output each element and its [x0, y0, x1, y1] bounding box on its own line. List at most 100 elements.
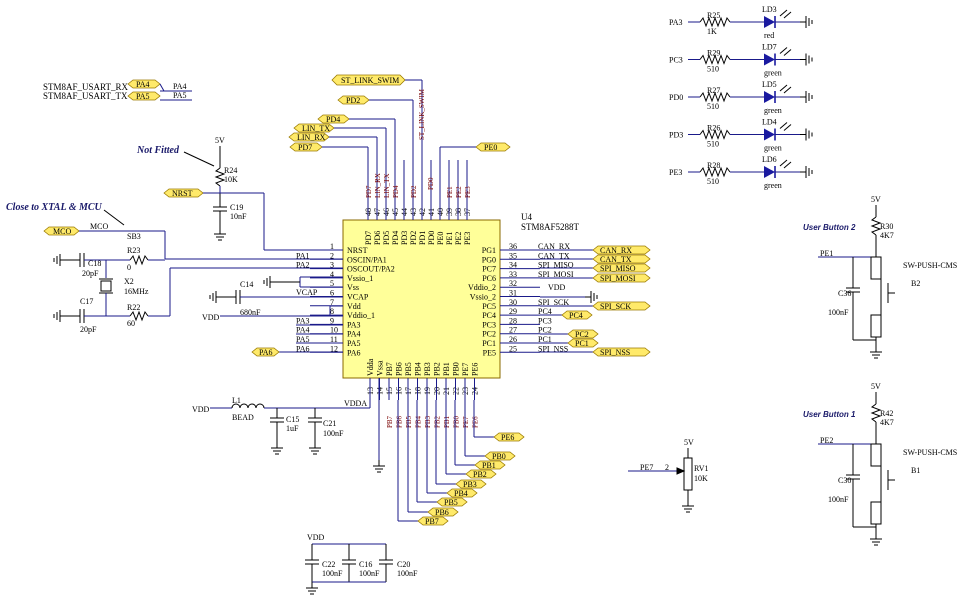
svg-text:PB4: PB4 — [454, 489, 468, 498]
ic-pin-name: PE5 — [483, 348, 496, 357]
ic-pin-name: Vssa — [376, 360, 385, 376]
tag-can-tx: CAN_TX — [592, 254, 651, 264]
ic-pin-name: PB6 — [395, 362, 404, 376]
c15-ref: C15 — [286, 415, 299, 424]
tag-pb3: PB3 — [455, 479, 487, 489]
ic-pin-name: PA5 — [347, 339, 361, 348]
ic-pin-name: PC1 — [482, 339, 496, 348]
tag-pb1: PB1 — [474, 460, 506, 470]
ic-pin-num: 9 — [330, 316, 334, 325]
ic-right-net: SPI_NSS — [538, 344, 568, 353]
ic-right-net: CAN_RX — [538, 242, 570, 251]
ic-pin-name: Vddio_1 — [347, 311, 375, 320]
ic-pin-num: 25 — [509, 344, 517, 353]
ic-pin-num: 7 — [330, 298, 334, 307]
c19-val: 10nF — [230, 212, 247, 221]
button-5v: 5V — [871, 195, 881, 204]
led-net: PE3 — [669, 168, 682, 177]
ic-right-net: PC4 — [538, 307, 552, 316]
ic-pin-name: PD1 — [418, 231, 427, 245]
tag-pe0: PE0 — [475, 142, 511, 152]
ic-left-net: PA3 — [296, 316, 310, 325]
pot-net: PE7 — [640, 463, 653, 472]
c21-ref: C21 — [323, 419, 336, 428]
pullup-ref: R42 — [880, 409, 893, 418]
usart-rx-tag: PA4 — [127, 79, 161, 89]
tag-st-link-swim: ST_LINK_SWIM — [331, 74, 406, 86]
c22-ref: C22 — [322, 560, 335, 569]
ic-pin-name: PB0 — [452, 362, 461, 376]
resistor-ref: R28 — [707, 161, 720, 170]
led-ref: LD6 — [762, 155, 777, 164]
x2-ref: X2 — [124, 277, 134, 286]
button-title: User Button 2 — [803, 223, 856, 232]
vcap-net: VCAP — [296, 288, 318, 297]
ic-pin-num: 29 — [509, 307, 517, 316]
r24-val: 10K — [224, 175, 238, 184]
tag-lin-rx: LIN_RX — [288, 132, 330, 142]
resistor-ref: R29 — [707, 49, 720, 58]
pullup-val: 4K7 — [880, 418, 894, 427]
ic-bottom-net: PB2 — [434, 415, 442, 428]
resistor-ref: R26 — [707, 124, 720, 133]
ic-pin-num: 5 — [330, 279, 334, 288]
tag-mco: MCO — [43, 226, 80, 236]
ic-pin-num: 30 — [509, 298, 517, 307]
crystal-x2 — [100, 280, 112, 292]
led-ref: LD4 — [762, 118, 777, 127]
switch-ref: B1 — [911, 466, 920, 475]
pot-5v: 5V — [684, 438, 694, 447]
note-close-to-xtal: Close to XTAL & MCU — [6, 202, 103, 213]
led-color: green — [764, 69, 782, 78]
pot-rv1 — [683, 457, 693, 491]
ic-pin-name: PA4 — [347, 330, 361, 339]
led-color: green — [764, 144, 782, 153]
ic-bottom-net: PB1 — [443, 415, 451, 428]
switch-ref: B2 — [911, 279, 920, 288]
led-ref: LD7 — [762, 43, 777, 52]
c16-ref: C16 — [359, 560, 372, 569]
ic-pin-name: PC6 — [482, 274, 496, 283]
tag-nrst: NRST — [163, 188, 204, 198]
ic-pin-name: Vssio_1 — [347, 274, 373, 283]
led-icon — [764, 16, 775, 28]
r22-val: 60 — [127, 319, 135, 328]
button-cap-val: 100nF — [828, 495, 849, 504]
ic-pin-name: Vdd — [347, 302, 361, 311]
svg-text:PB0: PB0 — [492, 452, 506, 461]
button-cap-ref: C36 — [838, 289, 851, 298]
net-pd0: PD0 — [427, 177, 435, 190]
c14-val: 680nF — [240, 308, 261, 317]
ic-pin-name: PD6 — [373, 231, 382, 245]
ic-pin-name: PB1 — [442, 362, 451, 376]
svg-text:SPI_MOSI: SPI_MOSI — [600, 274, 636, 283]
svg-text:ST_LINK_SWIM: ST_LINK_SWIM — [341, 76, 399, 85]
ic-pin-num: 34 — [509, 261, 517, 270]
tag-pb0: PB0 — [484, 451, 516, 461]
ic-right-net: SPI_SCK — [538, 298, 569, 307]
ic-pin-num: 28 — [509, 316, 517, 325]
svg-text:LIN_TX: LIN_TX — [302, 124, 330, 133]
svg-text:PA5: PA5 — [136, 92, 150, 101]
button-cap-ref: C30 — [838, 476, 851, 485]
ic-pin-num: 32 — [509, 279, 517, 288]
ic-pin-name: PG1 — [482, 246, 496, 255]
resistor-ref: R25 — [707, 11, 720, 20]
l1-ref: L1 — [232, 396, 241, 405]
tag-spi-sck: SPI_SCK — [592, 301, 651, 311]
c18-ref: C18 — [88, 259, 101, 268]
c17-val: 20pF — [80, 325, 97, 334]
tag-spi-nss: SPI_NSS — [592, 347, 651, 357]
ic-pin-num: 35 — [509, 251, 517, 260]
led-icon — [764, 53, 775, 66]
ic-pin-num: 27 — [509, 326, 517, 335]
pot-pin-wiper: 2 — [665, 463, 669, 472]
ic-pin-name: VCAP — [347, 293, 369, 302]
svg-text:MCO: MCO — [53, 227, 71, 236]
resistor-val: 510 — [707, 102, 719, 111]
tag-spi-miso: SPI_MISO — [592, 263, 651, 273]
x2-val: 16MHz — [124, 287, 149, 296]
ic-pin-name: OSCIN/PA1 — [347, 255, 387, 264]
